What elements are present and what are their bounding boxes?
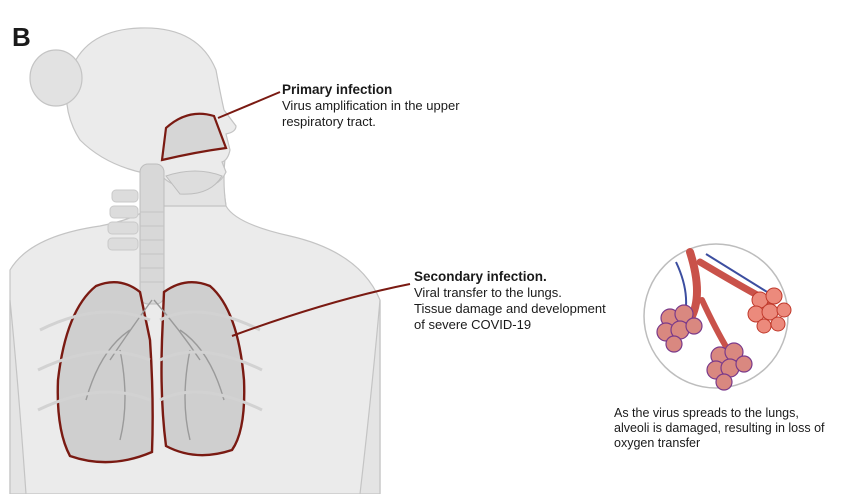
bronchial-tree [85,299,225,441]
primary-leader-line [217,91,281,119]
alveoli-cluster-damaged [706,342,753,391]
alveoli-inset [643,243,792,391]
alveoli-caption-line: alveoli is damaged, resulting in loss of [614,421,825,435]
trachea [139,163,165,305]
ribs [37,310,263,412]
pharynx-shape [165,170,223,195]
alveoli-caption-line: oxygen transfer [614,436,701,450]
spine [107,189,139,251]
right-lung-outline [160,280,246,457]
bronchiole-tube [699,297,731,353]
alveoli-caption-line: As the virus spreads to the lungs, [614,406,799,420]
secondary-infection-line: of severe COVID-19 [414,317,532,332]
secondary-leader-line [231,283,411,337]
secondary-infection-title: Secondary infection. [414,269,547,284]
nasal-cavity-outline [160,112,228,162]
left-lung-outline [56,280,154,464]
alveoli-caption: As the virus spreads to the lungs, alveo… [614,406,825,451]
secondary-infection-callout: Secondary infection. Viral transfer to t… [414,269,606,333]
primary-infection-title: Primary infection [282,82,393,97]
hair-bun-shape [29,49,83,107]
alveoli-cluster-healthy [747,287,792,334]
primary-infection-line: respiratory tract. [282,114,376,129]
primary-infection-callout: Primary infection Virus amplification in… [282,82,460,130]
secondary-infection-line: Tissue damage and development [414,301,606,316]
secondary-infection-line: Viral transfer to the lungs. [414,285,562,300]
alveoli-cluster-damaged [656,304,703,353]
primary-infection-line: Virus amplification in the upper [282,98,460,113]
panel-label: B [12,22,31,52]
